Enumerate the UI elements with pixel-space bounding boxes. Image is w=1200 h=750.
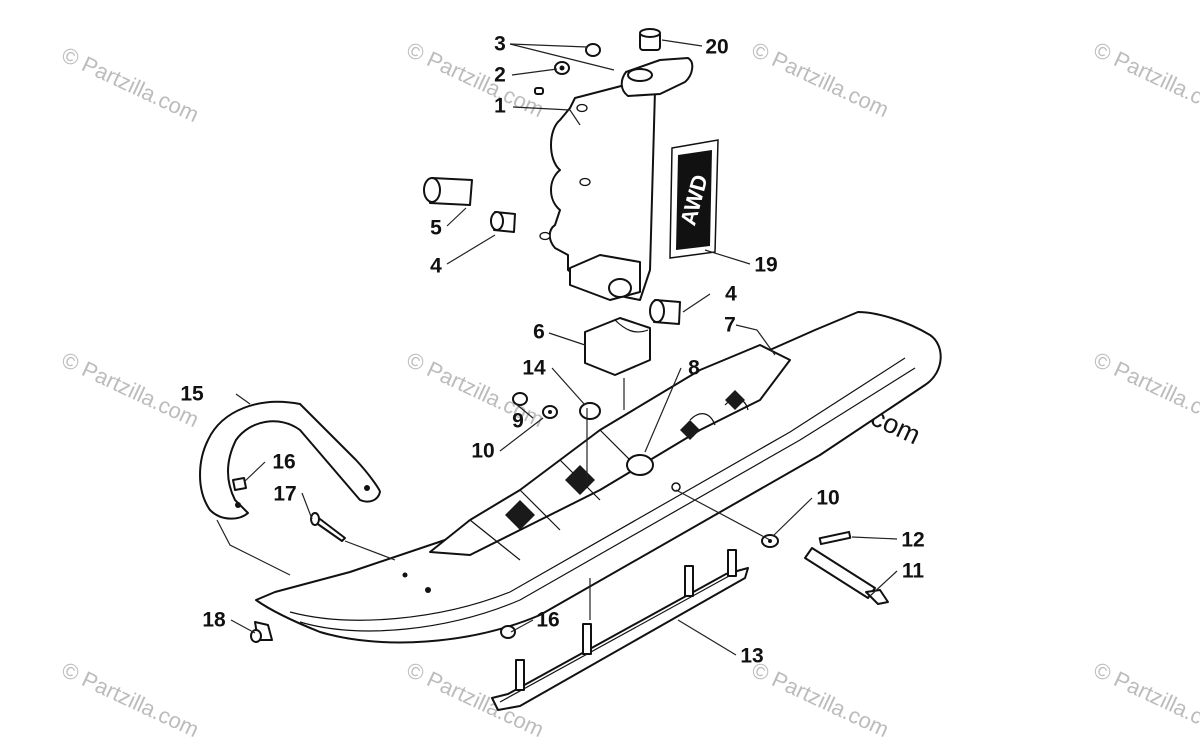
fasteners — [512, 392, 852, 548]
callout-7: 7 — [724, 314, 736, 337]
callout-17: 17 — [273, 483, 296, 506]
watermark-text: © Partzilla.com — [58, 657, 203, 742]
callout-1: 1 — [494, 95, 506, 118]
callout-8: 8 — [688, 357, 700, 380]
watermark-text: © Partzilla.com — [748, 37, 893, 122]
damper-block — [584, 317, 651, 376]
wear-bar — [491, 549, 749, 711]
decal: AWD — [669, 139, 719, 259]
watermark-text: © Partzilla.com — [748, 657, 893, 742]
callout-16-top: 16 — [272, 451, 295, 474]
callout-18: 18 — [202, 609, 226, 632]
watermark-text: © Partzilla.com — [58, 42, 203, 127]
watermark-text: © Partzilla.com — [1090, 37, 1200, 122]
callout-5: 5 — [430, 217, 442, 240]
callout-10-right: 10 — [816, 487, 839, 510]
small-hardware — [534, 43, 601, 95]
callout-11: 11 — [902, 560, 925, 583]
callouts: 3 2 1 20 5 4 19 4 6 7 14 8 15 9 10 16 17… — [180, 33, 924, 668]
ski — [255, 311, 942, 644]
bolt — [804, 547, 889, 605]
callout-13: 13 — [740, 645, 763, 668]
callout-12: 12 — [901, 529, 924, 552]
callout-6: 6 — [533, 321, 545, 344]
spindle — [539, 57, 694, 301]
callout-15: 15 — [180, 383, 204, 406]
bushings — [423, 177, 681, 325]
callout-20: 20 — [705, 36, 728, 59]
callout-10-left: 10 — [471, 440, 494, 463]
watermark-text: © Partzilla.com — [1090, 657, 1200, 742]
loop-handle — [199, 400, 381, 520]
ski-hardware — [232, 477, 516, 643]
watermark-text: © Partzilla.com — [403, 37, 548, 122]
callout-9: 9 — [512, 410, 524, 433]
callout-19: 19 — [754, 254, 777, 277]
callout-3: 3 — [494, 33, 506, 56]
callout-2: 2 — [494, 64, 506, 87]
callout-4-left: 4 — [430, 255, 442, 278]
callout-14: 14 — [522, 357, 546, 380]
cap — [639, 28, 661, 51]
watermark-text: © Partzilla.com — [1090, 347, 1200, 432]
leader-lines — [216, 39, 898, 656]
callout-16-bottom: 16 — [536, 609, 559, 632]
callout-4-right: 4 — [725, 283, 737, 306]
